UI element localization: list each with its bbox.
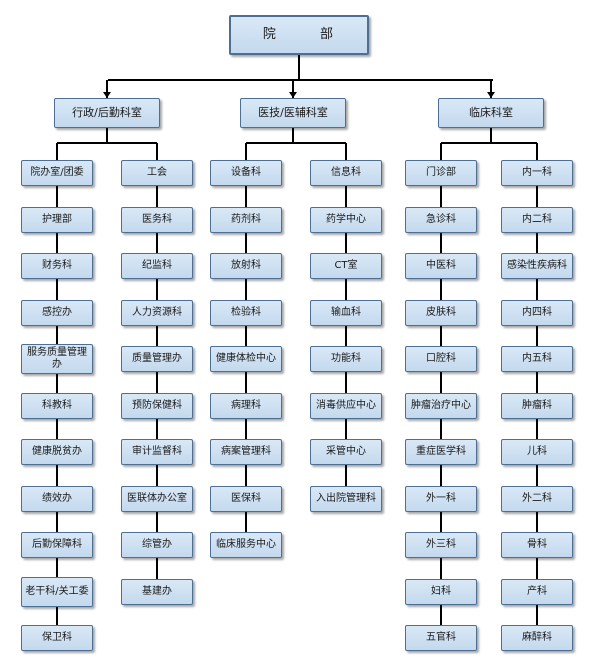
department-node: 病理科 [210, 392, 282, 419]
arrow-head-icon [487, 92, 495, 98]
department-node: 科教科 [21, 392, 93, 419]
department-node: 预防保健科 [121, 392, 193, 419]
department-node: 入出院管理科 [310, 485, 382, 512]
department-node: 功能科 [310, 346, 382, 372]
department-node: 门诊部 [405, 160, 477, 186]
department-node: 内二科 [501, 206, 573, 233]
department-node: 人力资源科 [121, 299, 193, 326]
department-node: 病案管理科 [210, 439, 282, 465]
department-node: 健康体检中心 [210, 346, 282, 372]
department-node: 消毒供应中心 [310, 392, 382, 419]
department-node: 健康脱贫办 [21, 439, 93, 465]
department-node: 五官科 [405, 625, 477, 651]
department-node: 儿科 [501, 439, 573, 465]
department-node: 采管中心 [310, 439, 382, 465]
department-node: 中医科 [405, 253, 477, 279]
department-node: 医保科 [210, 485, 282, 512]
department-node: 财务科 [21, 253, 93, 279]
department-node: 感控办 [21, 299, 93, 326]
department-node: 综管办 [121, 532, 193, 558]
department-node: 外二科 [501, 485, 573, 512]
department-node: 审计监督科 [121, 439, 193, 465]
department-node: 质量管理办 [121, 346, 193, 372]
department-node: 检验科 [210, 299, 282, 326]
department-node: 输血科 [310, 299, 382, 326]
department-node: 药学中心 [310, 206, 382, 233]
department-node: 信息科 [310, 160, 382, 186]
department-node: 纪监科 [121, 253, 193, 279]
department-node: 麻醉科 [501, 625, 573, 651]
root-node: 院 部 [229, 15, 369, 55]
arrow-head-icon [103, 92, 111, 98]
division-node: 临床科室 [438, 98, 544, 128]
department-node: 护理部 [21, 206, 93, 233]
department-node: 放射科 [210, 253, 282, 279]
department-node: 急诊科 [405, 206, 477, 233]
department-node: 院办室/团委 [21, 160, 93, 186]
department-node: 内五科 [501, 346, 573, 372]
department-node: 重症医学科 [405, 439, 477, 465]
department-node: 基建办 [121, 578, 193, 605]
division-node: 医技/医辅科室 [240, 98, 346, 128]
department-node: 口腔科 [405, 346, 477, 372]
division-node: 行政/后勤科室 [54, 98, 160, 128]
department-node: 内一科 [501, 160, 573, 186]
department-node: 设备科 [210, 160, 282, 186]
department-node: 工会 [121, 160, 193, 186]
department-node: 肿瘤科 [501, 392, 573, 419]
department-node: 医联体办公室 [121, 485, 193, 512]
department-node: 服务质量管理办 [21, 344, 93, 374]
department-node: 绩效办 [21, 485, 93, 512]
department-node: 老干科/关工委 [21, 576, 93, 607]
department-node: 药剂科 [210, 206, 282, 233]
department-node: 感染性疾病科 [501, 253, 573, 279]
department-node: 外一科 [405, 485, 477, 512]
department-node: 内四科 [501, 299, 573, 326]
department-node: 产科 [501, 578, 573, 605]
department-node: 骨科 [501, 532, 573, 558]
department-node: 妇科 [405, 578, 477, 605]
department-node: 外三科 [405, 532, 477, 558]
department-node: 医务科 [121, 206, 193, 233]
department-node: 保卫科 [21, 625, 93, 651]
arrow-head-icon [289, 92, 297, 98]
department-node: 临床服务中心 [210, 532, 282, 558]
department-node: 肿瘤治疗中心 [405, 392, 477, 419]
department-node: CT室 [310, 253, 382, 279]
department-node: 皮肤科 [405, 299, 477, 326]
department-node: 后勤保障科 [21, 532, 93, 558]
